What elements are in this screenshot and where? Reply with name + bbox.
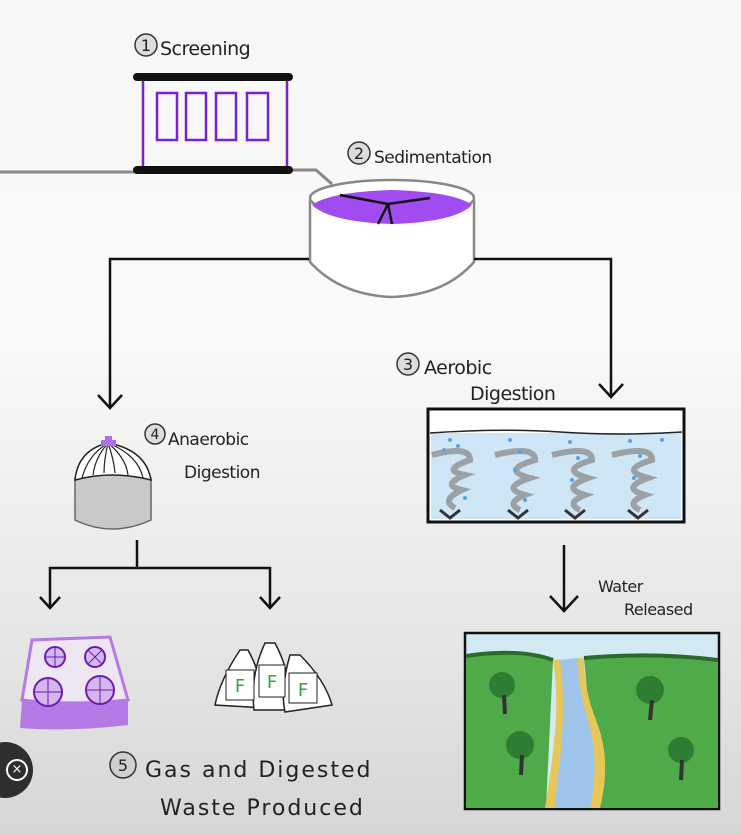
water-released-line2: Released: [624, 600, 693, 619]
step-2-title: Sedimentation: [374, 148, 492, 168]
step-4-number: 4: [151, 427, 160, 443]
arrow-head: [97, 394, 123, 410]
arrow-head: [549, 595, 579, 613]
fertilizer-bags: F F F: [214, 642, 333, 713]
screen-to-tank-pipe: [292, 168, 333, 186]
arrow-head: [598, 383, 624, 399]
close-circle-icon: ×: [6, 759, 28, 781]
step-4-title-line1: Anaerobic: [168, 430, 249, 450]
step-1-title: Screening: [160, 38, 250, 60]
river-landscape: [463, 631, 721, 811]
screening-unit: [133, 73, 293, 174]
step-3-title-line2: Digestion: [470, 383, 555, 405]
step-5-title-line1: Gas and Digested: [145, 758, 373, 783]
step-5-title-line2: Waste Produced: [160, 796, 365, 821]
step-5-label: 5 Gas and Digested Waste Produced: [109, 751, 373, 821]
bag-label: F: [298, 680, 308, 701]
step-2-number: 2: [354, 144, 364, 163]
step-1-number: 1: [141, 36, 151, 55]
sedimentation-tank: [308, 178, 476, 299]
arrow-head: [39, 596, 61, 610]
flow-to-aerobic: [474, 257, 613, 396]
arrow-head: [259, 596, 281, 610]
bag-label: F: [235, 676, 245, 697]
step-1-label: 1 Screening: [134, 33, 251, 60]
anaerobic-digester: [74, 436, 152, 530]
step-5-number: 5: [118, 756, 128, 775]
gas-stove: [20, 635, 130, 730]
step-3-label: 3 Aerobic Digestion: [396, 352, 556, 405]
step-4-title-line2: Digestion: [184, 463, 260, 483]
bag-label: F: [267, 672, 277, 693]
step-4-label: 4 Anaerobic Digestion: [144, 423, 260, 483]
aerobic-tank: [426, 407, 686, 524]
split-lines: [48, 566, 272, 607]
flow-to-anaerobic: [108, 257, 309, 407]
step-3-title-line1: Aerobic: [424, 357, 492, 379]
step-2-label: 2 Sedimentation: [347, 141, 492, 168]
step-3-number: 3: [403, 355, 413, 374]
water-released-line1: Water: [598, 577, 644, 596]
